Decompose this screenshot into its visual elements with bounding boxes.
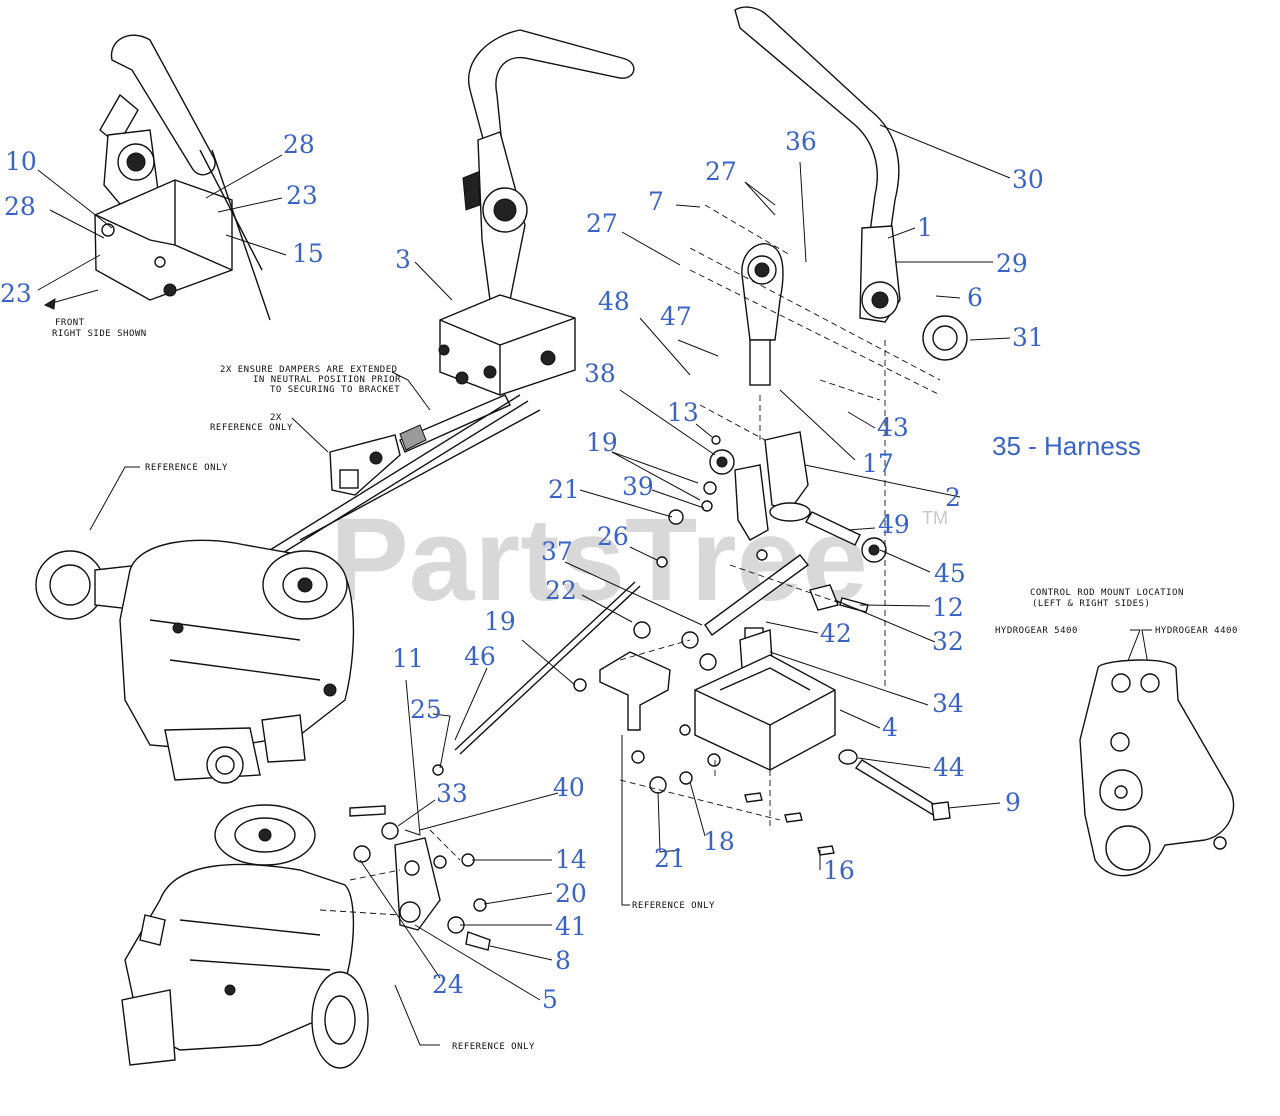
control-lever-assembly-left bbox=[269, 29, 635, 557]
callout-13: 13 bbox=[667, 398, 699, 427]
note-dampers-2: IN NEUTRAL POSITION PRIOR bbox=[253, 375, 401, 385]
callout-42: 42 bbox=[820, 619, 852, 648]
callout-27: 27 bbox=[586, 209, 618, 238]
note-ref-2x-ref: REFERENCE ONLY bbox=[210, 423, 293, 433]
callout-15: 15 bbox=[292, 239, 324, 268]
callout-17: 17 bbox=[862, 449, 894, 478]
callout-40: 40 bbox=[553, 773, 585, 802]
callout-7: 7 bbox=[648, 187, 664, 216]
watermark-tm: TM bbox=[922, 508, 948, 528]
callout-23: 23 bbox=[286, 181, 318, 210]
callout-29: 29 bbox=[996, 249, 1028, 278]
callout-23: 23 bbox=[0, 279, 32, 308]
callout-5: 5 bbox=[542, 985, 558, 1014]
callout-10: 10 bbox=[5, 147, 37, 176]
callout-28: 28 bbox=[283, 130, 315, 159]
callout-47: 47 bbox=[660, 302, 692, 331]
callout-27: 27 bbox=[705, 157, 737, 186]
callout-31: 31 bbox=[1012, 323, 1044, 352]
reference-bracket: REFERENCE ONLY bbox=[599, 639, 715, 911]
callout-44: 44 bbox=[933, 753, 965, 782]
transaxle-lower-left bbox=[121, 804, 369, 1069]
mount-subtitle: (LEFT & RIGHT SIDES) bbox=[1032, 599, 1150, 609]
callout-12: 12 bbox=[932, 593, 964, 622]
callout-37: 37 bbox=[541, 537, 573, 566]
callout-8: 8 bbox=[555, 946, 571, 975]
note-ref-bottom: REFERENCE ONLY bbox=[452, 1042, 535, 1052]
callout-41: 41 bbox=[555, 912, 587, 941]
callout-46: 46 bbox=[464, 642, 496, 671]
callout-11: 11 bbox=[392, 644, 424, 673]
callout-21: 21 bbox=[548, 475, 580, 504]
note-right-side: RIGHT SIDE SHOWN bbox=[52, 329, 147, 339]
callout-3: 3 bbox=[395, 245, 411, 274]
control-rod-mount-inset: CONTROL ROD MOUNT LOCATION (LEFT & RIGHT… bbox=[995, 588, 1238, 877]
note-ref-bracket: REFERENCE ONLY bbox=[632, 901, 715, 911]
callout-26: 26 bbox=[597, 522, 629, 551]
callout-19: 19 bbox=[484, 607, 516, 636]
center-lever-parts bbox=[633, 243, 951, 821]
note-dampers-3: TO SECURING TO BRACKET bbox=[270, 385, 400, 395]
callout-38: 38 bbox=[584, 359, 616, 388]
callout-34: 34 bbox=[932, 689, 964, 718]
callout-21: 21 bbox=[654, 844, 686, 873]
transaxle-upper-left bbox=[35, 539, 355, 784]
callout-1: 1 bbox=[917, 213, 933, 242]
callout-16: 16 bbox=[823, 856, 855, 885]
note-dampers-1: 2X ENSURE DAMPERS ARE EXTENDED bbox=[220, 365, 398, 375]
callout-9: 9 bbox=[1005, 788, 1021, 817]
note-ref-left: REFERENCE ONLY bbox=[145, 463, 228, 473]
callout-20: 20 bbox=[555, 879, 587, 908]
callout-49: 49 bbox=[878, 510, 910, 539]
note-ref-2x: 2X bbox=[270, 413, 282, 423]
mount-title: CONTROL ROD MOUNT LOCATION bbox=[1030, 588, 1184, 598]
leader-lines bbox=[359, 124, 1011, 1001]
callout-48: 48 bbox=[598, 287, 630, 316]
lower-plate-hardware bbox=[349, 678, 835, 951]
callout-32: 32 bbox=[932, 627, 964, 656]
callout-14: 14 bbox=[555, 845, 587, 874]
callout-2: 2 bbox=[945, 483, 961, 512]
callout-24: 24 bbox=[432, 970, 464, 999]
callout-19: 19 bbox=[586, 428, 618, 457]
label-hydrogear-4400: HYDROGEAR 4400 bbox=[1155, 626, 1238, 636]
callout-18: 18 bbox=[703, 827, 735, 856]
callout-43: 43 bbox=[877, 413, 909, 442]
callout-39: 39 bbox=[622, 472, 654, 501]
callout-30: 30 bbox=[1012, 165, 1044, 194]
callout-25: 25 bbox=[410, 695, 442, 724]
callout-28: 28 bbox=[4, 192, 36, 221]
callout-4: 4 bbox=[882, 713, 898, 742]
inset-right-side-assembly: FRONT RIGHT SIDE SHOWN bbox=[37, 34, 287, 339]
callouts: 10 28 28 23 23 15 3 36 27 7 27 30 1 29 6… bbox=[0, 127, 1044, 1014]
callout-33: 33 bbox=[436, 779, 468, 808]
callout-36: 36 bbox=[785, 127, 817, 156]
assembly-lines bbox=[319, 204, 941, 916]
note-front: FRONT bbox=[55, 318, 85, 328]
harness-note: 35 - Harness bbox=[992, 431, 1141, 461]
callout-45: 45 bbox=[934, 559, 966, 588]
control-lever-assembly-right bbox=[734, 6, 968, 361]
callout-6: 6 bbox=[967, 283, 983, 312]
callout-22: 22 bbox=[545, 576, 577, 605]
label-hydrogear-5400: HYDROGEAR 5400 bbox=[995, 626, 1078, 636]
